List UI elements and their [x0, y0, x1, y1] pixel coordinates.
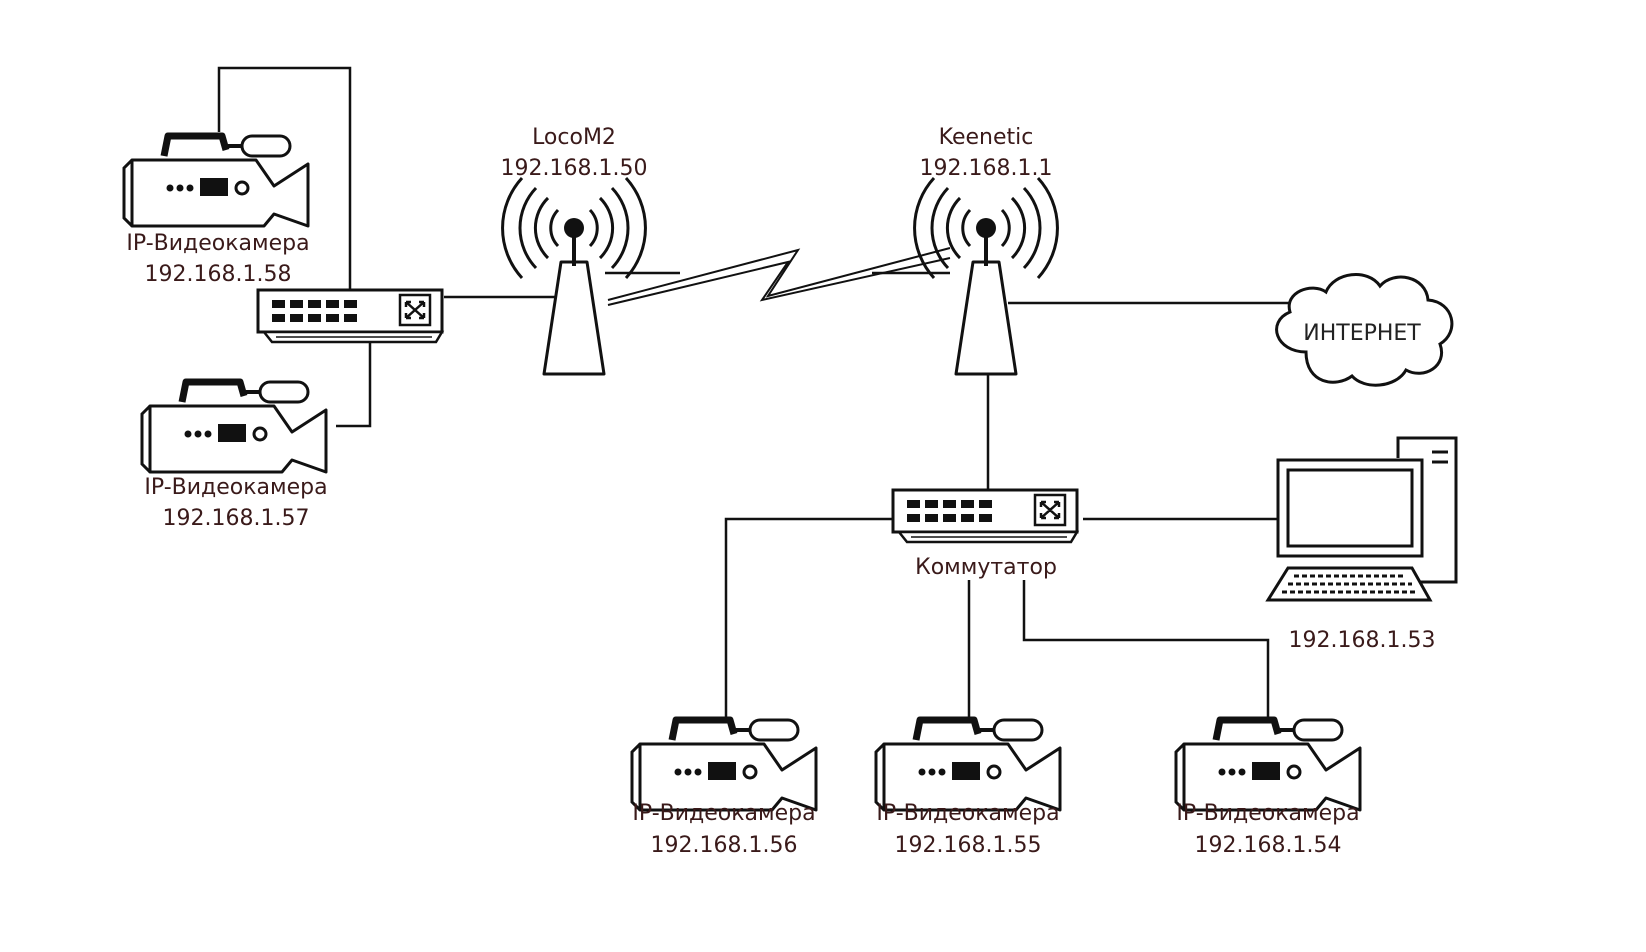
- cam55-ip: 192.168.1.55: [895, 833, 1042, 858]
- cam56-ip: 192.168.1.56: [651, 833, 798, 858]
- computer-icon: [1265, 436, 1458, 602]
- cam54-label: IP-Видеокамера: [1176, 801, 1359, 826]
- cam57-label: IP-Видеокамера: [144, 475, 327, 500]
- keenetic-ip: 192.168.1.1: [920, 156, 1053, 181]
- keenetic-tower-icon: [912, 176, 1060, 376]
- loco-ip: 192.168.1.50: [501, 156, 648, 181]
- cam58-ip: 192.168.1.58: [145, 262, 292, 287]
- cam55-label: IP-Видеокамера: [876, 801, 1059, 826]
- switch2-label: Коммутатор: [915, 555, 1057, 580]
- camera-54-icon: [1176, 720, 1360, 810]
- internet-label: ИНТЕРНЕТ: [1303, 321, 1421, 346]
- cam57-ip: 192.168.1.57: [163, 506, 310, 531]
- loco-name: LocoM2: [532, 125, 616, 150]
- pc-ip: 192.168.1.53: [1289, 628, 1436, 653]
- cloud-icon: [1275, 273, 1454, 387]
- cam58-label: IP-Видеокамера: [126, 231, 309, 256]
- camera-55-icon: [876, 720, 1060, 810]
- loco-tower-icon: [500, 176, 648, 376]
- camera-58-icon: [124, 136, 308, 226]
- switch-1-icon: [256, 288, 444, 344]
- camera-57-icon: [142, 382, 326, 472]
- switch-2-icon: [891, 488, 1079, 544]
- camera-56-icon: [632, 720, 816, 810]
- cam56-label: IP-Видеокамера: [632, 801, 815, 826]
- keenetic-name: Keenetic: [939, 125, 1034, 150]
- connection-lines: [217, 66, 1320, 718]
- cam54-ip: 192.168.1.54: [1195, 833, 1342, 858]
